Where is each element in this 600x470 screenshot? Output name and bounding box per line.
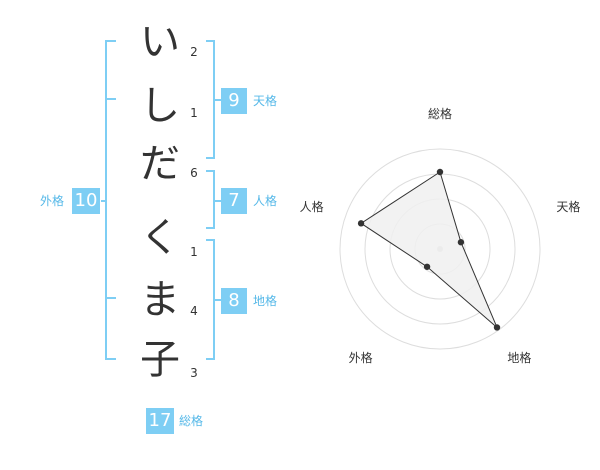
radar-point-1 — [436, 168, 444, 176]
stroke-count-6: 3 — [190, 366, 198, 380]
radar-grid-ring — [339, 148, 541, 350]
radar-axis-label-1: 総格 — [427, 107, 452, 121]
chikaku-label: 地格 — [253, 294, 278, 308]
name-char-2: し — [140, 83, 180, 129]
stroke-count-1: 2 — [190, 45, 198, 59]
soukaku-badge: 17 — [146, 408, 174, 434]
name-char-6: 子 — [140, 337, 180, 383]
radar-point-4 — [423, 263, 431, 270]
stroke-count-5: 4 — [190, 304, 198, 318]
stroke-count-2: 1 — [190, 106, 198, 120]
jinkaku-badge: 7 — [221, 188, 247, 214]
radar-axis-label-3: 地格 — [507, 351, 532, 366]
soukaku-label: 総格 — [179, 414, 204, 428]
stroke-count-4: 1 — [190, 245, 198, 259]
radar-axis-label-5: 人格 — [299, 200, 324, 215]
radar-axis-label-4: 外格 — [348, 351, 373, 366]
chikaku-badge: 8 — [221, 288, 247, 314]
radar-series-polygon — [360, 171, 498, 328]
radar-point-3 — [493, 324, 501, 331]
jinkaku-bracket — [206, 170, 215, 229]
tenkaku-label: 天格 — [253, 94, 278, 108]
name-char-5: ま — [140, 277, 180, 323]
jinkaku-label: 人格 — [253, 194, 278, 208]
name-char-3: だ — [140, 141, 180, 187]
radar-point-2 — [457, 239, 465, 246]
gaikaku-badge: 10 — [72, 188, 100, 214]
radar-point-5 — [357, 220, 365, 227]
name-char-4: く — [140, 215, 180, 261]
stroke-count-3: 6 — [190, 166, 198, 180]
name-char-1: い — [140, 19, 180, 65]
radar-axis-label-2: 天格 — [556, 200, 581, 215]
gaikaku-label: 外格 — [40, 194, 65, 208]
tenkaku-badge: 9 — [221, 88, 247, 114]
